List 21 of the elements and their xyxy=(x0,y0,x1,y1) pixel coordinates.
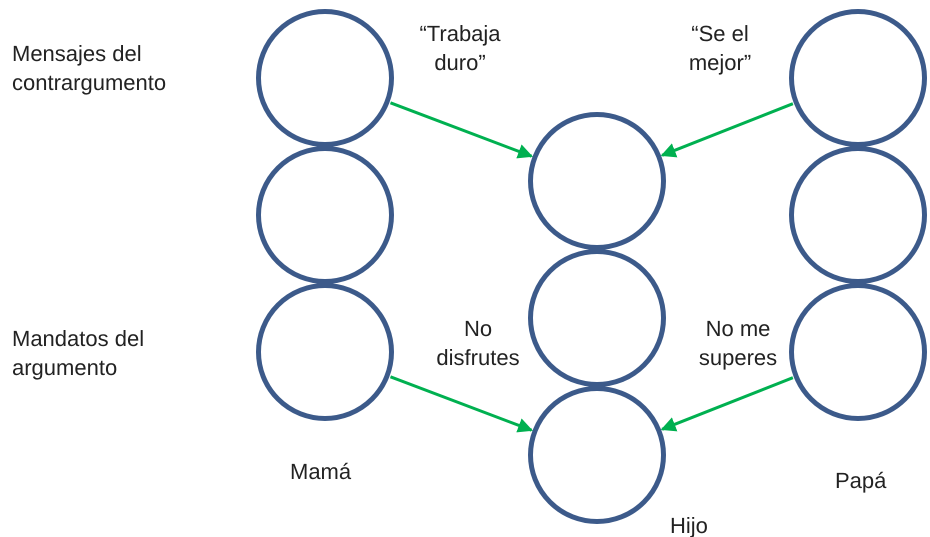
arrow xyxy=(390,101,533,158)
column-label: Mamá xyxy=(290,458,352,486)
arrow xyxy=(390,375,533,432)
circle xyxy=(528,386,666,524)
circle xyxy=(528,249,666,387)
circle xyxy=(256,146,394,284)
row-label: Mensajes del contrargumento xyxy=(12,40,168,97)
arrow xyxy=(660,102,794,158)
arrow xyxy=(660,376,794,432)
circle xyxy=(256,283,394,421)
circle xyxy=(256,9,394,147)
circle xyxy=(789,146,927,284)
row-label: Mandatos del argumento xyxy=(12,325,146,382)
circle xyxy=(789,9,927,147)
edge-label: No disfrutes xyxy=(435,315,521,372)
edge-label: “Se el mejor” xyxy=(688,20,752,77)
circle xyxy=(789,283,927,421)
column-label: Papá xyxy=(835,467,886,495)
edge-label: No me superes xyxy=(698,315,778,372)
circle xyxy=(528,112,666,250)
edge-label: “Trabaja duro” xyxy=(418,20,502,77)
